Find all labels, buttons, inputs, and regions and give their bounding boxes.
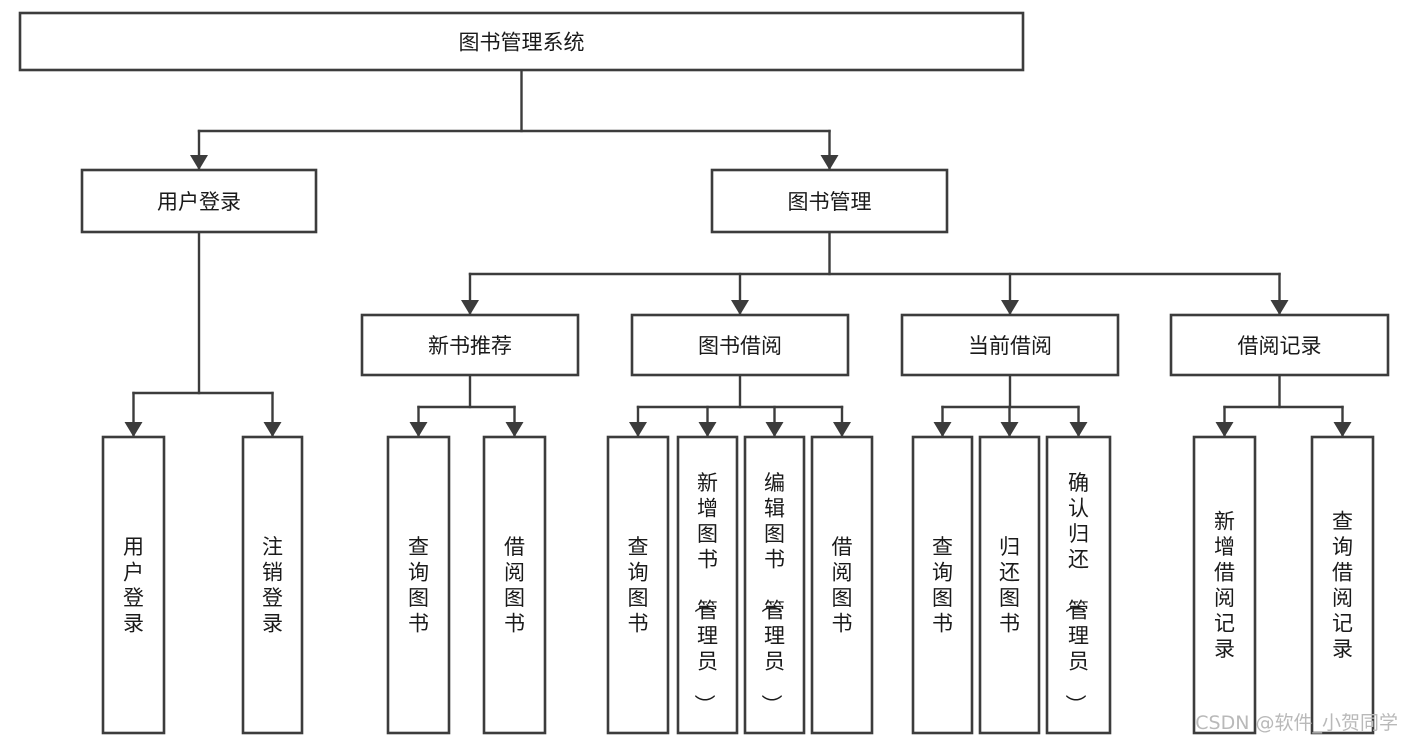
node-box <box>630 313 850 377</box>
arrow-head-icon <box>1333 422 1352 437</box>
node-box <box>911 435 974 735</box>
node-box <box>676 435 739 735</box>
connector-layer <box>124 68 1352 438</box>
node-label: 编辑图书（管理员） <box>759 471 785 715</box>
node-label: 图书管理系统 <box>459 31 585 55</box>
node-box <box>1169 313 1390 377</box>
node-box <box>1045 435 1112 735</box>
node-label: 借阅图书 <box>832 535 853 636</box>
node-root-图书管理系统[interactable]: 图书管理系统 <box>18 11 1025 72</box>
csdn-watermark: CSDN @软件_小贺同学 <box>1195 712 1398 734</box>
node-box <box>101 435 166 735</box>
arrow-head-icon <box>1069 422 1088 437</box>
node-level3-新书推荐[interactable]: 新书推荐 <box>360 313 580 377</box>
node-label: 查询图书 <box>932 535 953 636</box>
node-box <box>18 11 1025 72</box>
node-leaf-查询图书[interactable]: 查询图书 <box>911 435 974 735</box>
node-label: 用户登录 <box>123 535 144 636</box>
node-label: 新书推荐 <box>428 334 512 358</box>
arrow-head-icon <box>124 422 143 437</box>
node-label: 图书管理 <box>788 190 872 214</box>
arrow-head-icon <box>820 155 839 170</box>
node-box <box>386 435 451 735</box>
node-leaf-查询图书[interactable]: 查询图书 <box>606 435 670 735</box>
node-label: 归还图书 <box>999 535 1020 636</box>
node-label: 借阅图书 <box>504 535 525 636</box>
arrow-head-icon <box>731 300 749 315</box>
arrow-head-icon <box>263 422 282 437</box>
node-level3-借阅记录[interactable]: 借阅记录 <box>1169 313 1390 377</box>
node-level2-图书管理[interactable]: 图书管理 <box>710 168 949 234</box>
node-level2-用户登录[interactable]: 用户登录 <box>80 168 318 234</box>
node-leaf-用户登录[interactable]: 用户登录 <box>101 435 166 735</box>
node-box <box>743 435 806 735</box>
node-box <box>810 435 874 735</box>
node-leaf-借阅图书[interactable]: 借阅图书 <box>810 435 874 735</box>
arrow-head-icon <box>833 422 851 437</box>
node-level3-当前借阅[interactable]: 当前借阅 <box>900 313 1120 377</box>
node-label: 新增借阅记录 <box>1214 509 1235 661</box>
node-label: 查询借阅记录 <box>1332 509 1353 661</box>
node-label: 注销登录 <box>262 535 283 636</box>
node-label: 查询图书 <box>408 535 429 636</box>
node-leaf-编辑图书管理员[interactable]: 编辑图书（管理员） <box>743 435 806 735</box>
arrow-head-icon <box>629 422 647 437</box>
arrow-head-icon <box>1270 300 1289 315</box>
node-leaf-注销登录[interactable]: 注销登录 <box>241 435 304 735</box>
node-label: 新增图书（管理员） <box>692 471 718 715</box>
arrow-head-icon <box>190 155 208 170</box>
node-box <box>900 313 1120 377</box>
node-label: 借阅记录 <box>1238 334 1322 358</box>
node-leaf-新增图书管理员[interactable]: 新增图书（管理员） <box>676 435 739 735</box>
node-leaf-归还图书[interactable]: 归还图书 <box>978 435 1041 735</box>
node-leaf-确认归还管理员[interactable]: 确认归还（管理员） <box>1045 435 1112 735</box>
node-leaf-查询图书[interactable]: 查询图书 <box>386 435 451 735</box>
node-box <box>80 168 318 234</box>
node-box <box>710 168 949 234</box>
node-box <box>241 435 304 735</box>
node-box <box>1192 435 1257 735</box>
node-level3-图书借阅[interactable]: 图书借阅 <box>630 313 850 377</box>
arrow-head-icon <box>1001 300 1019 315</box>
node-box <box>482 435 547 735</box>
node-label: 查询图书 <box>628 535 649 636</box>
node-leaf-查询借阅记录[interactable]: 查询借阅记录 <box>1310 435 1375 735</box>
arrow-head-icon <box>1000 422 1019 437</box>
node-box <box>978 435 1041 735</box>
node-label: 图书借阅 <box>698 334 782 358</box>
node-leaf-借阅图书[interactable]: 借阅图书 <box>482 435 547 735</box>
node-label: 当前借阅 <box>968 334 1052 358</box>
node-label: 确认归还（管理员） <box>1063 471 1089 715</box>
arrow-head-icon <box>933 422 952 437</box>
arrow-head-icon <box>698 422 717 437</box>
arrow-head-icon <box>1215 422 1234 437</box>
arrow-head-icon <box>461 300 479 315</box>
arrow-head-icon <box>505 422 524 437</box>
arrow-head-icon <box>409 422 428 437</box>
node-leaf-新增借阅记录[interactable]: 新增借阅记录 <box>1192 435 1257 735</box>
node-label: 用户登录 <box>157 190 241 214</box>
node-box <box>360 313 580 377</box>
node-box <box>606 435 670 735</box>
node-box <box>1310 435 1375 735</box>
node-layer: 图书管理系统用户登录图书管理新书推荐图书借阅当前借阅借阅记录用户登录注销登录查询… <box>18 11 1390 735</box>
arrow-head-icon <box>765 422 784 437</box>
